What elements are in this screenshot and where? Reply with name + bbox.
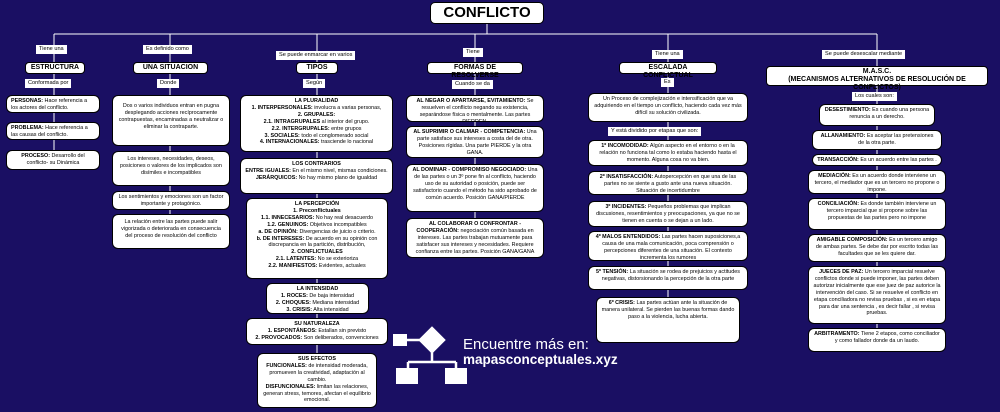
situacion-item-1: Dos o varios individuos entran en pugna … — [112, 95, 230, 146]
situacion-link-label: Es definido como — [143, 45, 192, 54]
escalada-item-crisis: 6º CRISIS: Las partes actúan ante la sit… — [596, 297, 740, 343]
formas-item-cooperacion: AL COLABORAR O CONFRONTAR - COOPERACIÓN:… — [406, 218, 544, 258]
estructura-sublink-label: Conformada por — [25, 79, 72, 88]
tipos-contrarios-box: LOS CONTRARIOS ENTRE IGUALES: En el mism… — [240, 158, 393, 194]
tipos-heading: TIPOS — [296, 62, 338, 74]
masc-sublink-label: Los cuales son: — [852, 92, 897, 101]
situacion-item-3: Los sentimientos y emociones son un fact… — [112, 191, 230, 210]
masc-heading-line2: (MECANISMOS ALTERNATIVOS DE RESOLUCIÓN D… — [788, 76, 966, 92]
formas-link-label: Tiene — [463, 48, 483, 57]
escalada-heading: ESCALADA CONFLICTUAL — [619, 62, 717, 79]
masc-item-jueces-de-paz: JUECES DE PAZ: Un tercero imparcial resu… — [808, 266, 946, 324]
escalada-item-tension: 5º TENSIÓN: La situación se rodea de pre… — [588, 266, 748, 290]
escalada-intro-box: Un Proceso de complejización e intensifi… — [588, 93, 748, 122]
escalada-sublink2-label: Y está dividido por etapas que son: — [608, 127, 702, 136]
tipos-percepcion-box: LA PERCEPCIÓN 1. Preconflictuales 1.1. I… — [246, 198, 388, 279]
formas-item-evitamiento: AL NEGAR O APARTARSE, EVITAMIENTO: Se re… — [406, 95, 544, 122]
situacion-sublink-label: Donde — [157, 79, 180, 88]
tipos-pluralidad-box: LA PLURALIDAD 1. INTERPERSONALES: involu… — [240, 95, 393, 152]
watermark-url: mapasconceptuales.xyz — [463, 352, 618, 367]
estructura-link-label: Tiene una — [36, 45, 67, 54]
formas-item-compromiso: AL DOMINAR - COMPROMISO NEGOCIADO: Una d… — [406, 164, 544, 212]
masc-heading-line1: M.A.S.C. — [862, 68, 892, 75]
estructura-item-problema: PROBLEMA: Hace referencia a las causas d… — [6, 122, 100, 140]
formas-sublink-label: Cuando se da — [452, 80, 493, 89]
estructura-item-proceso: PROCESO: Desarrollo del conflicto- su Di… — [6, 150, 100, 170]
masc-item-transaccion: TRANSACCIÓN: Es un acuerdo entre las par… — [812, 154, 942, 166]
masc-item-amigable-composicion: AMIGABLE COMPOSICIÓN: Es un tercero amig… — [808, 234, 946, 262]
tipos-link-label: Se puede enmarcar en varios — [276, 51, 356, 60]
masc-item-desestimiento: DESESTIMIENTO: Es cuando una persona ren… — [819, 104, 935, 126]
escalada-item-insatisfaccion: 2º INSATISFACCIÓN: Autopercepción en que… — [588, 171, 748, 195]
tipos-sublink-label: Según — [303, 79, 326, 88]
masc-item-allanamiento: ALLANAMIENTO: Es aceptar las pretensione… — [812, 130, 942, 150]
formas-heading: FORMAS DE RESOLVERSE — [427, 62, 523, 79]
tipos-naturaleza-box: SU NATURALEZA 1. ESPONTÁNEOS: Estallan s… — [246, 318, 388, 345]
tipos-efectos-box: SUS EFECTOS FUNCIONALES: de intensidad m… — [257, 353, 377, 408]
estructura-heading: ESTRUCTURA — [25, 62, 85, 74]
escalada-link-label: Tiene una — [652, 50, 683, 59]
formas-item-competencia: AL SUPRIMIR O CALMAR - COMPETENCIA: Una … — [406, 126, 544, 158]
site-logo-icon — [393, 326, 467, 384]
escalada-item-incidentes: 3º INCIDENTES: Pequeños problemas que im… — [588, 201, 748, 227]
situacion-item-2: Los intereses, necesidades, deseos, posi… — [112, 151, 230, 186]
estructura-item-personas: PERSONAS: Hace referencia a los actores … — [6, 95, 100, 113]
masc-item-arbitramento: ARBITRAMENTO: Tiene 2 etapos, como conci… — [808, 328, 946, 352]
watermark-line1: Encuentre más en: — [463, 336, 589, 353]
masc-heading: M.A.S.C. (MECANISMOS ALTERNATIVOS DE RES… — [766, 66, 988, 91]
situacion-item-4: La relación entre las partes puede salir… — [112, 214, 230, 249]
tipos-intensidad-box: LA INTENSIDAD 1. ROCES: De baja intensid… — [266, 283, 369, 314]
masc-link-label: Se puede desescalar mediante — [822, 50, 906, 59]
situacion-heading: UNA SITUACION — [133, 62, 208, 74]
masc-item-conciliacion: CONCILIACIÓN: Es donde también intervien… — [808, 198, 946, 230]
escalada-sublink-label: Es — [661, 78, 674, 87]
page-title: CONFLICTO — [430, 2, 544, 24]
escalada-item-incomodidad: 1º INCOMODIDAD: Algún aspecto en el ento… — [588, 140, 748, 166]
escalada-item-malos-entendidos: 4º MALOS ENTENDIDOS: Las partes hacen su… — [588, 231, 748, 261]
masc-item-mediacion: MEDIACIÓN: Es un acuerdo donde intervien… — [808, 170, 946, 194]
